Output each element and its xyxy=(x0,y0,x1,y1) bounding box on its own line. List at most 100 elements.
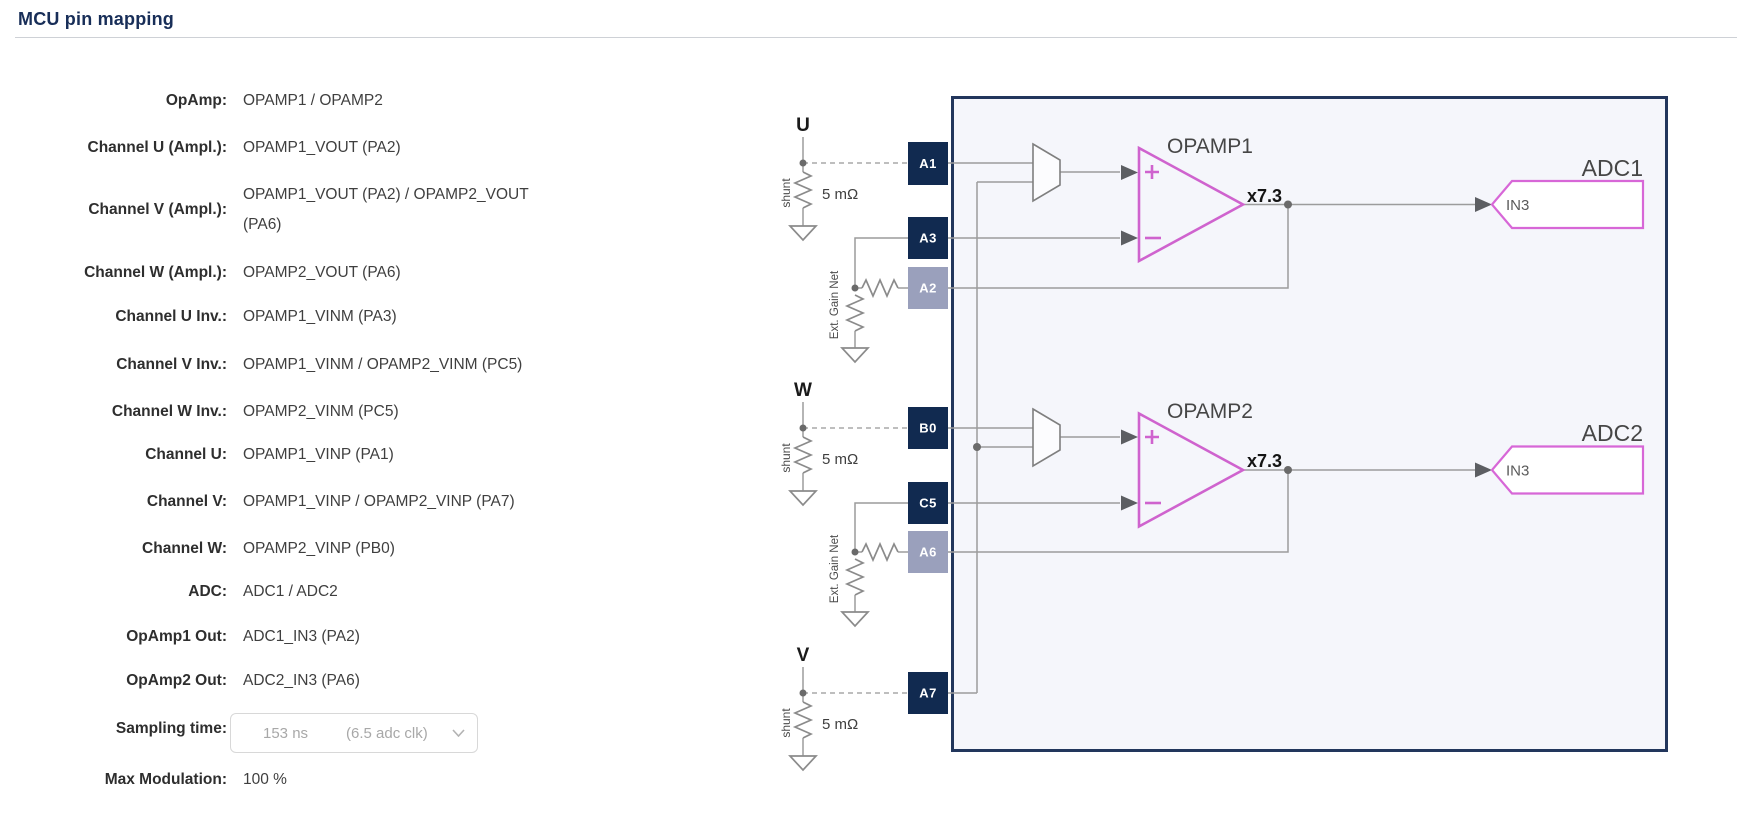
shunt-group-u: U shunt 5 mΩ xyxy=(779,115,908,241)
opamp1-gain-label: x7.3 xyxy=(1247,186,1282,206)
sampling-time-row: Sampling time: xyxy=(27,718,227,739)
field-label: Channel U Inv.: xyxy=(115,308,227,325)
ground-icon xyxy=(789,225,817,241)
field-label: Channel U (Ampl.): xyxy=(87,139,228,156)
field-label: Channel V: xyxy=(146,493,227,510)
pin-a2: A2 xyxy=(908,267,948,309)
field-label: Channel V (Ampl.): xyxy=(88,201,227,218)
page-title: MCU pin mapping xyxy=(18,9,174,29)
field-label: Channel W: xyxy=(142,540,227,557)
sampling-clk-value: (6.5 adc clk) xyxy=(346,724,428,742)
field-value: OPAMP1_VINP (PA1) xyxy=(243,446,394,463)
svg-text:A3: A3 xyxy=(919,231,937,246)
field-row: OpAmp1 Out: ADC1_IN3 (PA2) xyxy=(27,626,360,647)
phase-u-label: U xyxy=(796,115,810,136)
field-value: OPAMP1_VINP / OPAMP2_VINP (PA7) xyxy=(243,493,515,510)
svg-text:C5: C5 xyxy=(919,496,937,511)
field-row: Channel U Inv.: OPAMP1_VINM (PA3) xyxy=(27,306,397,327)
field-row: Channel V: OPAMP1_VINP / OPAMP2_VINP (PA7… xyxy=(27,491,515,512)
field-label: Channel W (Ampl.): xyxy=(84,264,227,281)
sampling-time-select[interactable]: 153 ns (6.5 adc clk) xyxy=(230,713,478,753)
plus-input-icon xyxy=(1145,430,1159,444)
shunt-label: shunt xyxy=(779,178,793,208)
field-value: OPAMP2_VINP (PB0) xyxy=(243,540,395,557)
shunt-group-v: V shunt 5 mΩ xyxy=(779,645,908,771)
field-label: Max Modulation: xyxy=(104,771,227,788)
ground-icon xyxy=(841,611,869,627)
field-value: ADC1 / ADC2 xyxy=(243,583,338,600)
shunt-resistance-label: 5 mΩ xyxy=(822,716,858,733)
field-row: Channel U: OPAMP1_VINP (PA1) xyxy=(27,444,394,465)
gain-net-1: Ext. Gain Net xyxy=(829,237,908,363)
max-modulation-row: Max Modulation: 100 % xyxy=(27,769,287,790)
input-mux-2 xyxy=(1032,407,1061,468)
pin-b0: B0 xyxy=(908,407,948,449)
phase-w-label: W xyxy=(794,380,812,401)
field-row: Channel W: OPAMP2_VINP (PB0) xyxy=(27,538,395,559)
field-label: Sampling time: xyxy=(115,720,227,737)
shunt-resistance-label: 5 mΩ xyxy=(822,451,858,468)
field-value: 100 % xyxy=(243,771,287,788)
field-value: OPAMP2_VINM (PC5) xyxy=(243,403,399,420)
title-divider xyxy=(15,37,1737,38)
shunt-label: shunt xyxy=(779,443,793,473)
field-value: OPAMP1_VINM / OPAMP2_VINM (PC5) xyxy=(243,356,523,373)
chevron-down-icon xyxy=(452,729,465,737)
gain-net-label: Ext. Gain Net xyxy=(829,534,841,603)
field-row: Channel V Inv.: OPAMP1_VINM / OPAMP2_VINM… xyxy=(27,354,522,375)
ground-icon xyxy=(789,755,817,771)
svg-text:A6: A6 xyxy=(919,545,937,560)
internal-wires xyxy=(948,162,1475,694)
field-label: Channel V Inv.: xyxy=(116,356,227,373)
field-row: Channel U (Ampl.): OPAMP1_VOUT (PA2) xyxy=(27,137,401,158)
field-value: OPAMP1_VINM (PA3) xyxy=(243,308,397,325)
svg-text:A2: A2 xyxy=(919,281,937,296)
field-value: OPAMP1_VOUT (PA2) / OPAMP2_VOUT (PA6) xyxy=(243,186,529,233)
field-value: OPAMP1_VOUT (PA2) xyxy=(243,139,401,156)
field-value: OPAMP1 / OPAMP2 xyxy=(243,92,383,109)
field-row: Channel V (Ampl.): OPAMP1_VOUT (PA2) / OP… xyxy=(27,180,553,240)
field-row: Channel W Inv.: OPAMP2_VINM (PC5) xyxy=(27,401,399,422)
gain-net-2: Ext. Gain Net xyxy=(829,502,908,627)
field-value: OPAMP2_VOUT (PA6) xyxy=(243,264,401,281)
shunt-label: shunt xyxy=(779,708,793,738)
field-row: OpAmp: OPAMP1 / OPAMP2 xyxy=(27,90,383,111)
opamp2-label: OPAMP2 xyxy=(1167,400,1253,423)
field-row: Channel W (Ampl.): OPAMP2_VOUT (PA6) xyxy=(27,262,401,283)
adc2-block: IN3 ADC2 xyxy=(1490,420,1645,495)
opamp2: OPAMP2 x7.3 xyxy=(1137,400,1282,529)
plus-input-icon xyxy=(1145,165,1159,179)
adc2-label: ADC2 xyxy=(1582,420,1643,446)
opamp1-label: OPAMP1 xyxy=(1167,135,1253,158)
svg-text:B0: B0 xyxy=(919,421,937,436)
ground-icon xyxy=(789,490,817,506)
field-row: OpAmp2 Out: ADC2_IN3 (PA6) xyxy=(27,670,360,691)
field-label: Channel W Inv.: xyxy=(111,403,227,420)
field-value: ADC2_IN3 (PA6) xyxy=(243,672,360,689)
field-label: OpAmp2 Out: xyxy=(126,672,227,689)
pin-c5: C5 xyxy=(908,482,948,524)
field-label: ADC: xyxy=(188,583,227,600)
pin-a6: A6 xyxy=(908,531,948,573)
phase-v-label: V xyxy=(797,645,810,666)
adc1-block: IN3 ADC1 xyxy=(1490,155,1645,230)
adc1-input-label: IN3 xyxy=(1506,197,1529,214)
field-label: OpAmp: xyxy=(165,92,227,109)
shunt-group-w: W shunt 5 mΩ xyxy=(779,380,908,506)
adc2-input-label: IN3 xyxy=(1506,463,1529,480)
field-row: ADC: ADC1 / ADC2 xyxy=(27,581,338,602)
field-label: Channel U: xyxy=(145,446,227,463)
field-value: ADC1_IN3 (PA2) xyxy=(243,628,360,645)
signal-arrows xyxy=(1121,165,1492,511)
adc1-label: ADC1 xyxy=(1582,155,1643,181)
opamp1: OPAMP1 x7.3 xyxy=(1137,135,1282,264)
field-label: OpAmp1 Out: xyxy=(126,628,227,645)
shunt-resistance-label: 5 mΩ xyxy=(822,186,858,203)
ground-icon xyxy=(841,347,869,363)
svg-text:A1: A1 xyxy=(919,156,937,171)
sampling-time-value: 153 ns xyxy=(263,724,309,742)
pin-a3: A3 xyxy=(908,217,948,259)
gain-net-label: Ext. Gain Net xyxy=(829,270,841,339)
